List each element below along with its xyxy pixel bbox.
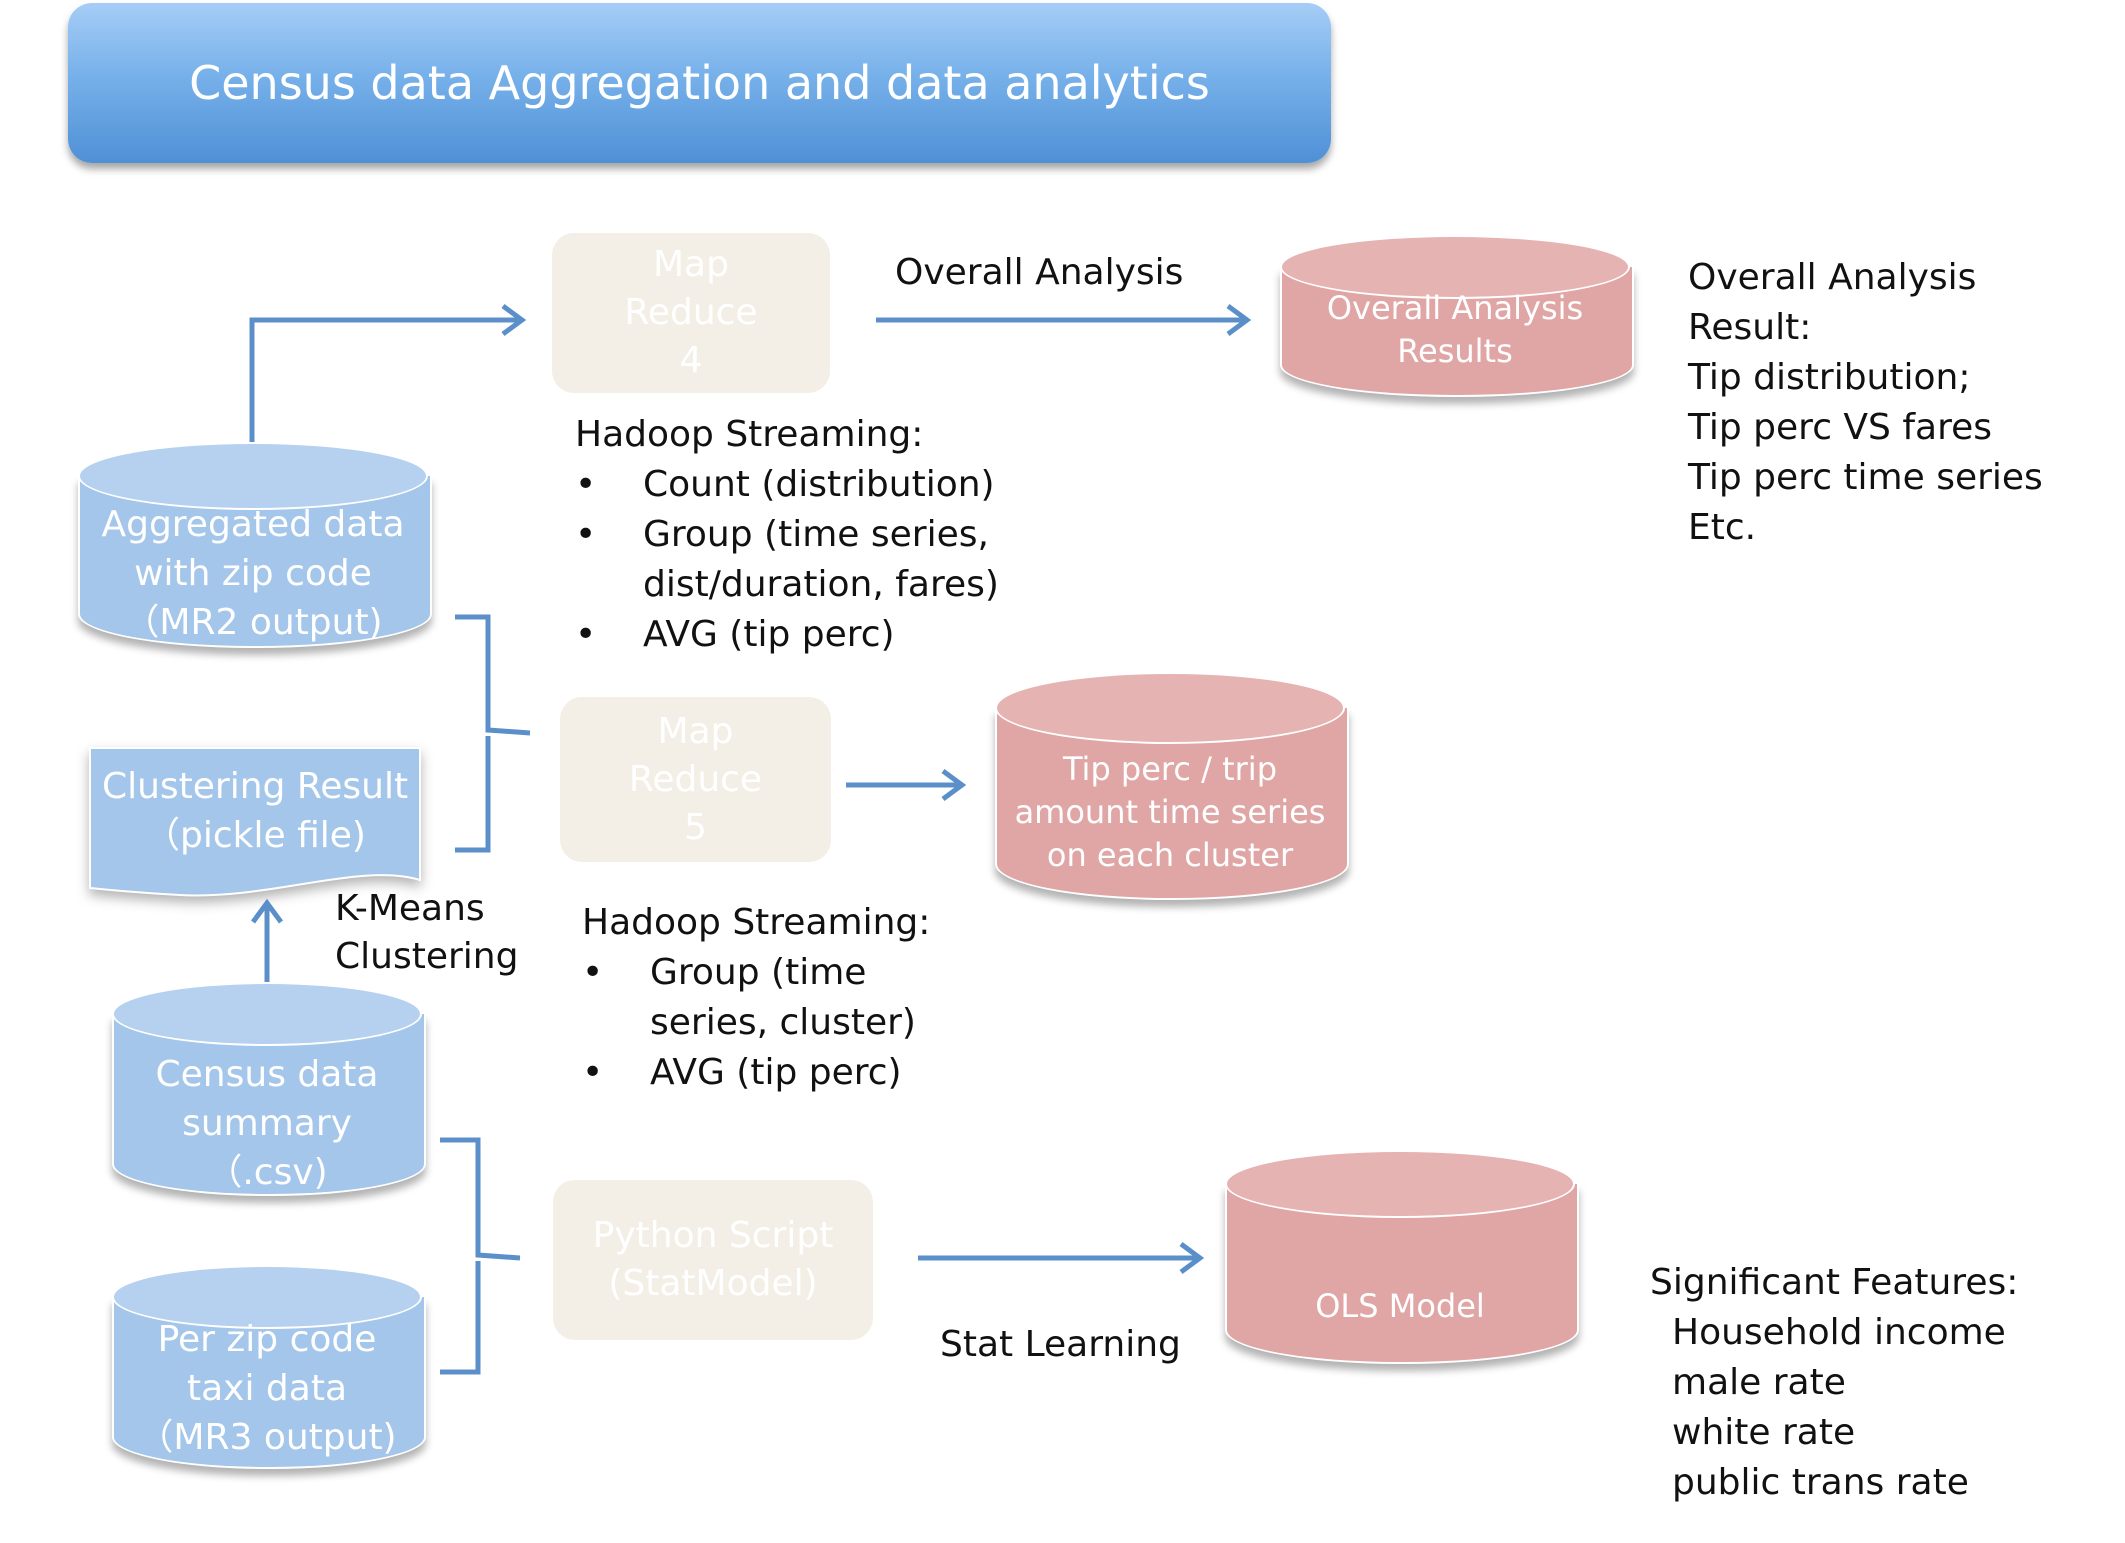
list-item: Etc. (1688, 507, 1757, 548)
label-kmeans-clustering: K-Means Clustering (335, 888, 519, 977)
hadoop-streaming-1-heading: Hadoop Streaming: (575, 414, 924, 455)
significant-features-list: Household income male rate white rate pu… (1650, 1308, 2018, 1508)
overall-result-notes: Overall Analysis Result: Tip distributio… (1688, 253, 2043, 553)
label-overall-analysis: Overall Analysis (895, 252, 1184, 293)
result-tip-perc-cluster-label: Tip perc / trip amount time series on ea… (1014, 750, 1326, 874)
list-item: Tip perc time series (1688, 457, 2043, 498)
ols-r2-suffix: = 0.657) (1357, 1380, 1510, 1419)
result-tip-perc-cluster: Tip perc / trip amount time series on ea… (995, 672, 1349, 907)
store-clustering-label: Clustering Result （pickle file) (101, 766, 409, 856)
result-ols-model-label: OLS Model （R2 = 0.657) (1225, 1242, 1575, 1465)
process-python-script: Python Script (StatModel) (553, 1180, 873, 1340)
arrowhead-mr4-to-overall-results (1226, 303, 1252, 337)
hadoop-streaming-2-heading: Hadoop Streaming: (582, 902, 931, 943)
store-aggregated-data: Aggregated data with zip code （MR2 outpu… (78, 442, 432, 657)
arrowhead-mr5-to-tip-cluster (941, 768, 967, 802)
hadoop-streaming-2-list: Group (time series, cluster) AVG (tip pe… (582, 948, 930, 1098)
arrowhead-census-to-clustering (250, 898, 284, 924)
hadoop-streaming-2: Hadoop Streaming: Group (time series, cl… (582, 898, 930, 1098)
list-item: Tip distribution; (1688, 357, 1971, 398)
store-census-summary-label: Census data summary （.csv) (155, 1054, 379, 1193)
hadoop-streaming-1-list: Count (distribution) Group (time series,… (575, 460, 999, 660)
list-item: Group (time series, cluster) (582, 948, 930, 1048)
list-item: Tip perc VS fares (1688, 407, 1992, 448)
result-overall-analysis-label: Overall Analysis Results (1326, 289, 1584, 370)
ols-model-r2: （R2 = 0.657) (1225, 1371, 1575, 1422)
hadoop-streaming-1: Hadoop Streaming: Count (distribution) G… (575, 410, 999, 660)
result-ols-model: OLS Model （R2 = 0.657) (1225, 1150, 1579, 1419)
diagram-title: Census data Aggregation and data analyti… (68, 3, 1331, 163)
arrow-aggregated-to-mr4 (249, 317, 520, 442)
ols-r2-superscript: 2 (1345, 1380, 1358, 1404)
store-clustering-document (89, 747, 421, 897)
process-map-reduce-4: Map Reduce 4 (552, 233, 830, 393)
arrowhead-python-to-ols (1179, 1241, 1205, 1275)
brace-python-inputs (440, 1137, 521, 1375)
significant-features-heading: Significant Features: (1650, 1262, 2019, 1303)
list-item: public trans rate (1672, 1462, 1969, 1503)
arrowhead-aggregated-to-mr4 (501, 303, 527, 337)
store-per-zip-taxi-label: Per zip code taxi data （MR3 output) (137, 1319, 397, 1458)
store-census-summary: Census data summary （.csv) (112, 982, 426, 1207)
overall-result-heading-2: Result: (1688, 307, 1812, 348)
overall-result-heading-1: Overall Analysis (1688, 257, 1977, 298)
store-aggregated-data-label: Aggregated data with zip code （MR2 outpu… (101, 504, 405, 643)
list-item: Group (time series, dist/duration, fares… (575, 510, 999, 610)
brace-mr5-inputs (455, 614, 531, 853)
list-item: Household income (1672, 1312, 2006, 1353)
label-stat-learning: Stat Learning (940, 1324, 1181, 1365)
process-map-reduce-5: Map Reduce 5 (560, 697, 831, 862)
list-item: AVG (tip perc) (575, 610, 999, 660)
list-item: AVG (tip perc) (582, 1048, 930, 1098)
store-per-zip-taxi: Per zip code taxi data （MR3 output) (112, 1265, 426, 1480)
ols-r2-prefix: （R (1290, 1380, 1346, 1419)
list-item: male rate (1672, 1362, 1846, 1403)
ols-model-title: OLS Model (1315, 1287, 1485, 1325)
list-item: Count (distribution) (575, 460, 999, 510)
significant-features: Significant Features: Household income m… (1650, 1258, 2018, 1508)
list-item: white rate (1672, 1412, 1856, 1453)
result-overall-analysis: Overall Analysis Results (1280, 235, 1634, 405)
